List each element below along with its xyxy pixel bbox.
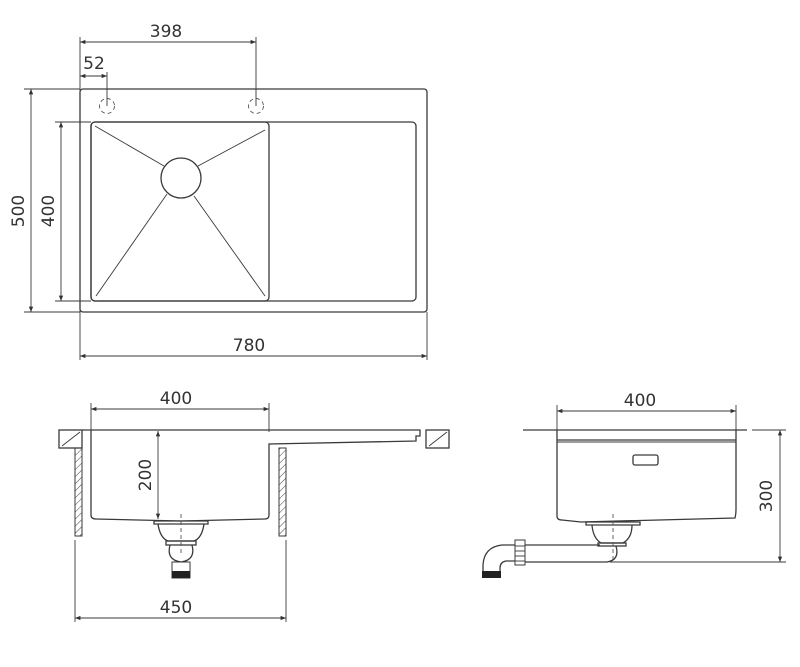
drain-icon — [160, 157, 202, 199]
dim-tap-spacing: 398 — [150, 22, 182, 42]
sink-profile — [82, 429, 421, 522]
dim-bowl-width-side: 400 — [624, 391, 656, 411]
countertop-right — [425, 429, 450, 449]
top-view: 398 52 500 400 780 — [9, 22, 428, 360]
countertop-left — [58, 429, 83, 449]
inner-recess — [90, 121, 417, 302]
pipe-coupling — [514, 539, 526, 566]
dim-overall-width: 780 — [233, 336, 265, 356]
cabinet-wall-left — [74, 447, 83, 537]
dim-bowl-width-front: 400 — [160, 389, 192, 409]
side-view: 400 300 — [482, 391, 786, 578]
bowl-side-profile — [556, 430, 737, 523]
dim-installation-height: 300 — [757, 480, 777, 512]
pipe-outlet — [482, 571, 501, 578]
trap-outlet — [172, 571, 190, 578]
front-section-view: 400 200 450 — [58, 389, 450, 622]
dim-tap-offset: 52 — [83, 54, 105, 74]
dim-cabinet-width: 450 — [160, 598, 192, 618]
overflow-slot — [632, 454, 659, 466]
dim-bowl-depth: 400 — [39, 195, 59, 227]
cabinet-wall-right — [278, 447, 287, 537]
dim-bowl-height: 200 — [136, 459, 156, 491]
bowl-outline — [90, 121, 270, 302]
dim-overall-depth: 500 — [9, 195, 29, 227]
